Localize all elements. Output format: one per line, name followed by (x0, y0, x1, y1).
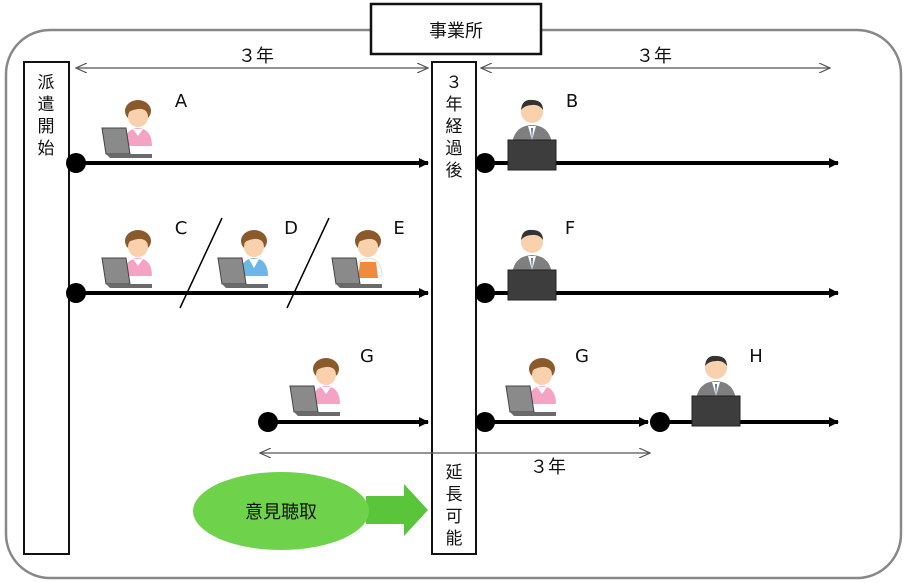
divider-cd (179, 217, 223, 309)
divider-de (286, 217, 330, 309)
worker-g-extended-label: G (575, 346, 589, 367)
after-three-years-bar (431, 61, 477, 555)
worker-a-label: A (175, 91, 188, 112)
worker-c-label: C (175, 218, 188, 239)
period-label-second: ３年 (636, 46, 672, 67)
dispatch-start-label: 派遣開始 (38, 73, 55, 159)
worker-g-extended-icon (505, 357, 557, 417)
dispatch-start-bar (23, 61, 70, 555)
worker-e-icon (331, 229, 383, 289)
office-title: 事業所 (429, 21, 483, 42)
extension-label: 延長可能 (446, 463, 463, 549)
period-label-third: ３年 (530, 457, 566, 478)
worker-e-label: E (393, 218, 404, 239)
worker-h-icon (691, 355, 741, 427)
worker-f-label: F (565, 218, 575, 239)
worker-f-icon (507, 229, 557, 301)
worker-a-icon (101, 99, 153, 159)
worker-h-label: H (749, 346, 763, 367)
opinion-label: 意見聴取 (245, 502, 317, 523)
worker-g-icon (289, 357, 341, 417)
office-title-box (369, 2, 543, 56)
worker-c-icon (101, 229, 153, 289)
after-three-years-label: ３年経過後 (446, 73, 463, 181)
period-label-first: ３年 (238, 46, 274, 67)
worker-g-label: G (360, 346, 374, 367)
worker-b-label: B (566, 91, 578, 112)
worker-d-label: D (284, 218, 298, 239)
worker-b-icon (507, 99, 557, 171)
worker-d-icon (217, 229, 269, 289)
opinion-arrow (366, 484, 428, 536)
opinion-bubble (193, 472, 369, 550)
